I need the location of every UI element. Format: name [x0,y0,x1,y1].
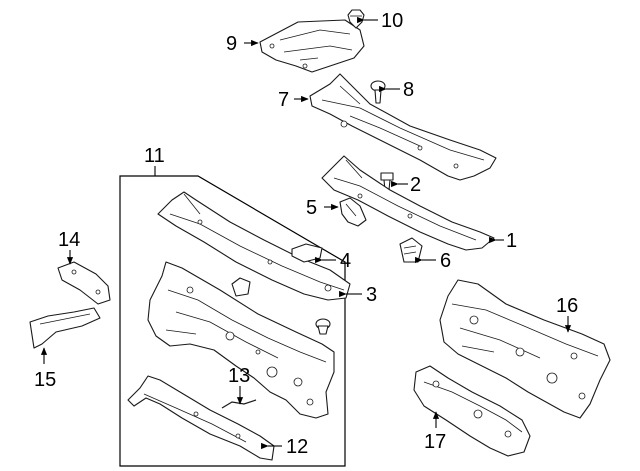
callout-labels: 1 2 3 4 5 6 7 8 9 10 11 12 13 14 15 16 1… [34,10,578,458]
part-5-bracket [339,197,367,227]
part-16-dash-panel [439,279,611,419]
part-3-cowl-panel [157,191,351,301]
part-6-filter [399,237,423,263]
part-dash-panel [147,261,335,419]
part-13-wire [221,399,257,409]
leader-lines [40,16,572,450]
callout-1: 1 [506,230,517,252]
callout-7: 7 [278,89,289,111]
part-12-cross-member [127,375,275,461]
part-9-cover-panel [259,19,365,73]
part-8-pin [370,80,386,104]
callout-11: 11 [144,145,165,167]
part-15-brace [29,307,101,349]
part-grommet [315,318,331,335]
callout-15: 15 [34,369,56,391]
callout-8: 8 [403,79,414,101]
callout-5: 5 [306,197,317,219]
assembly-box [119,175,346,467]
callout-4: 4 [340,250,351,272]
callout-6: 6 [440,250,451,272]
callout-16: 16 [556,295,578,317]
part-small-bracket [231,277,251,297]
callout-3: 3 [366,284,377,306]
part-14-bracket [57,261,111,305]
callout-12: 12 [286,436,308,458]
part-7-cowl-panel [309,73,497,181]
callout-2: 2 [410,174,421,196]
callout-13: 13 [228,365,250,387]
callout-9: 9 [226,33,237,55]
part-17-lower-panel [413,365,531,457]
callout-14: 14 [58,229,80,251]
callout-17: 17 [424,431,446,453]
callout-10: 10 [381,10,403,32]
